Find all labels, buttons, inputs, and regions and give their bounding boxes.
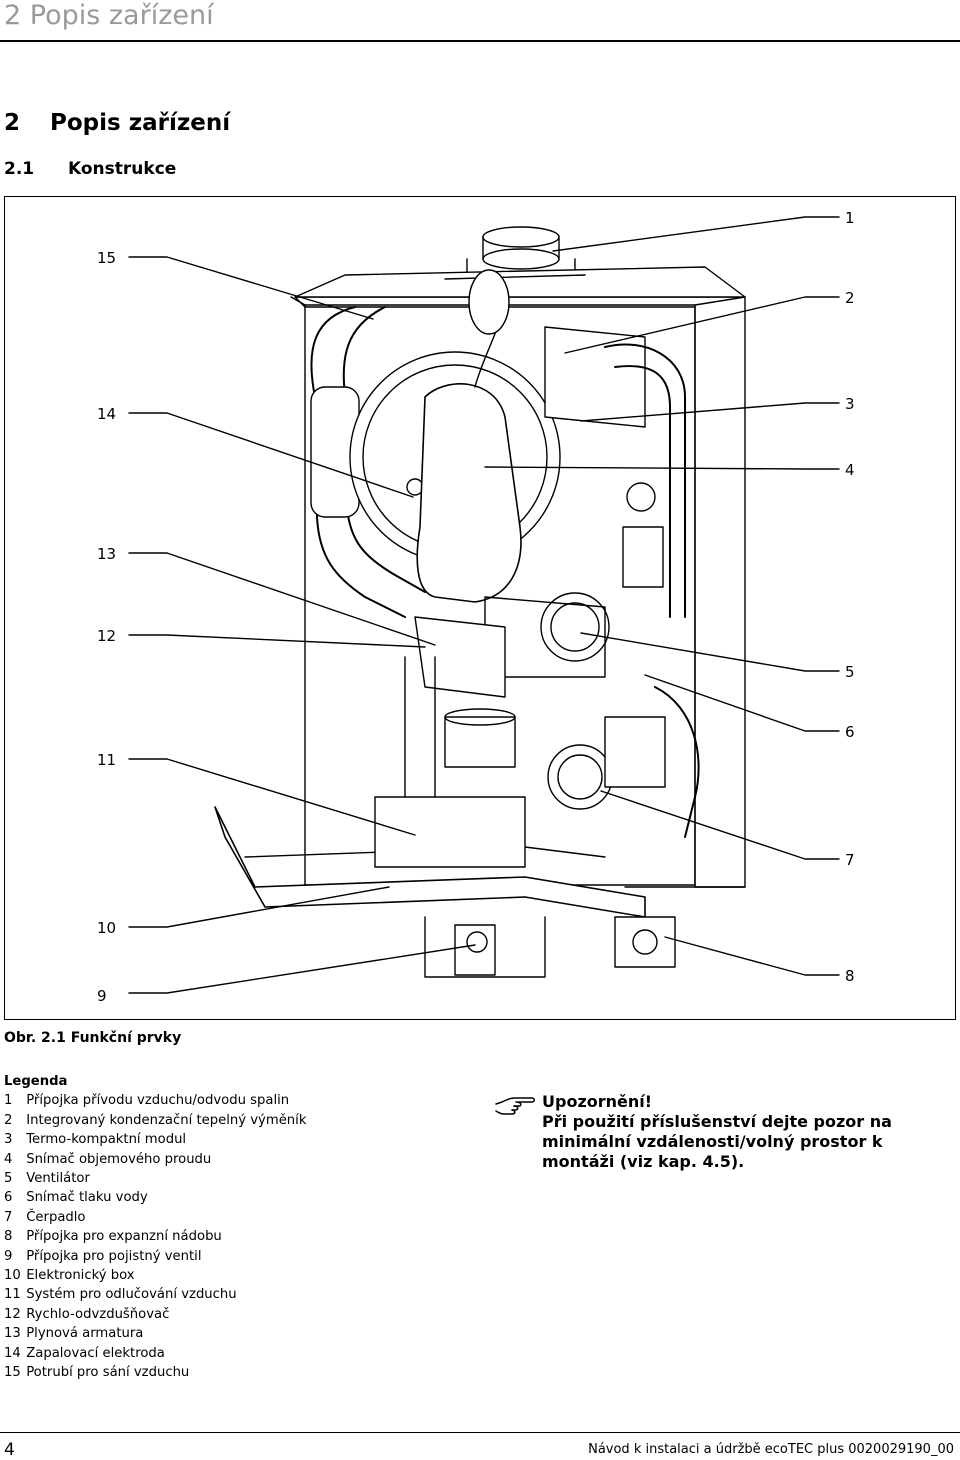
legend-item: 1 Přípojka přívodu vzduchu/odvodu spalin: [4, 1091, 474, 1110]
boiler-drawing: [128, 216, 840, 994]
legend-item: 6 Snímač tlaku vody: [4, 1188, 474, 1207]
callout-7: 7: [845, 851, 855, 869]
legend-item: 15 Potrubí pro sání vzduchu: [4, 1363, 474, 1382]
legend-number: 2: [4, 1112, 13, 1128]
legend-item: 13 Plynová armatura: [4, 1324, 474, 1343]
page-number: 4: [4, 1440, 15, 1460]
callout-10: 10: [97, 919, 117, 937]
legend-item: 10 Elektronický box: [4, 1266, 474, 1285]
callout-3: 3: [845, 395, 855, 413]
footer-rule: [0, 1432, 960, 1433]
footer-title: Návod k instalaci a údržbě ecoTEC plus 0…: [588, 1442, 954, 1457]
chapter-number: 2: [4, 110, 21, 136]
legend-text: Integrovaný kondenzační tepelný výměník: [26, 1112, 307, 1128]
legend-number: 9: [4, 1248, 13, 1264]
callout-6: 6: [845, 723, 855, 741]
pointing-hand-icon: [495, 1097, 535, 1115]
callout-2: 2: [845, 289, 855, 307]
legend-number: 7: [4, 1209, 13, 1225]
legend-item: 14 Zapalovací elektroda: [4, 1344, 474, 1363]
section-title: Konstrukce: [68, 159, 177, 179]
legend-text: Přípojka pro pojistný ventil: [26, 1248, 202, 1264]
callout-14: 14: [97, 405, 117, 423]
running-header: 2 Popis zařízení: [4, 0, 214, 31]
legend-title: Legenda: [4, 1074, 68, 1089]
header-rule: [0, 40, 960, 42]
legend-item: 11 Systém pro odlučování vzduchu: [4, 1285, 474, 1304]
legend-text: Termo-kompaktní modul: [26, 1132, 187, 1148]
legend-number: 4: [4, 1151, 13, 1167]
section-number: 2.1: [4, 159, 35, 179]
legend-number: 12: [4, 1306, 21, 1322]
callout-5: 5: [845, 663, 855, 681]
legend-text: Čerpadlo: [26, 1209, 86, 1225]
legend-number: 3: [4, 1132, 13, 1148]
legend-text: Přípojka pro expanzní nádobu: [26, 1229, 222, 1245]
legend-text: Snímač objemového proudu: [26, 1151, 212, 1167]
legend-text: Plynová armatura: [26, 1326, 144, 1342]
note-body: Při použití příslušenství dejte pozor na…: [542, 1112, 892, 1171]
legend-text: Ventilátor: [26, 1171, 90, 1187]
legend-text: Potrubí pro sání vzduchu: [26, 1365, 190, 1381]
legend-text: Elektronický box: [26, 1268, 135, 1284]
legend-text: Rychlo-odvzdušňovač: [26, 1306, 170, 1322]
legend-item: 3 Termo-kompaktní modul: [4, 1130, 474, 1149]
legend-number: 1: [4, 1093, 13, 1109]
legend-number: 13: [4, 1326, 21, 1342]
legend-item: 8 Přípojka pro expanzní nádobu: [4, 1227, 474, 1246]
legend: Legenda 1 Přípojka přívodu vzduchu/odvod…: [4, 1072, 474, 1383]
chapter-title: Popis zařízení: [50, 110, 231, 136]
legend-number: 11: [4, 1287, 21, 1303]
legend-item: 5 Ventilátor: [4, 1169, 474, 1188]
callout-13: 13: [97, 545, 117, 563]
legend-item: 4 Snímač objemového proudu: [4, 1150, 474, 1169]
legend-number: 15: [4, 1365, 21, 1381]
note-text-block: Upozornění! Při použití příslušenství de…: [542, 1092, 942, 1172]
callout-12: 12: [97, 627, 117, 645]
legend-text: Přípojka přívodu vzduchu/odvodu spalin: [26, 1093, 290, 1109]
legend-item: 7 Čerpadlo: [4, 1208, 474, 1227]
boiler-figure: 1 2 3 4 5 6 7 8 9 10 11 12 13 14 15: [4, 196, 956, 1020]
callout-11: 11: [97, 751, 117, 769]
legend-item: 9 Přípojka pro pojistný ventil: [4, 1247, 474, 1266]
legend-item: 12 Rychlo-odvzdušňovač: [4, 1305, 474, 1324]
legend-number: 5: [4, 1171, 13, 1187]
callout-4: 4: [845, 461, 855, 479]
legend-text: Zapalovací elektroda: [26, 1345, 165, 1361]
chapter-heading: 2 Popis zařízení: [4, 110, 230, 136]
note-title: Upozornění!: [542, 1092, 653, 1111]
figure-caption: Obr. 2.1 Funkční prvky: [4, 1030, 182, 1046]
legend-number: 8: [4, 1229, 13, 1245]
legend-number: 14: [4, 1345, 21, 1361]
legend-number: 10: [4, 1268, 21, 1284]
legend-item: 2 Integrovaný kondenzační tepelný výmění…: [4, 1111, 474, 1130]
legend-number: 6: [4, 1190, 13, 1206]
callout-8: 8: [845, 967, 855, 985]
callout-9: 9: [97, 987, 107, 1005]
section-heading: 2.1 Konstrukce: [4, 159, 176, 179]
legend-text: Systém pro odlučování vzduchu: [26, 1287, 237, 1303]
legend-text: Snímač tlaku vody: [26, 1190, 148, 1206]
callout-15: 15: [97, 249, 117, 267]
callout-1: 1: [845, 209, 855, 227]
